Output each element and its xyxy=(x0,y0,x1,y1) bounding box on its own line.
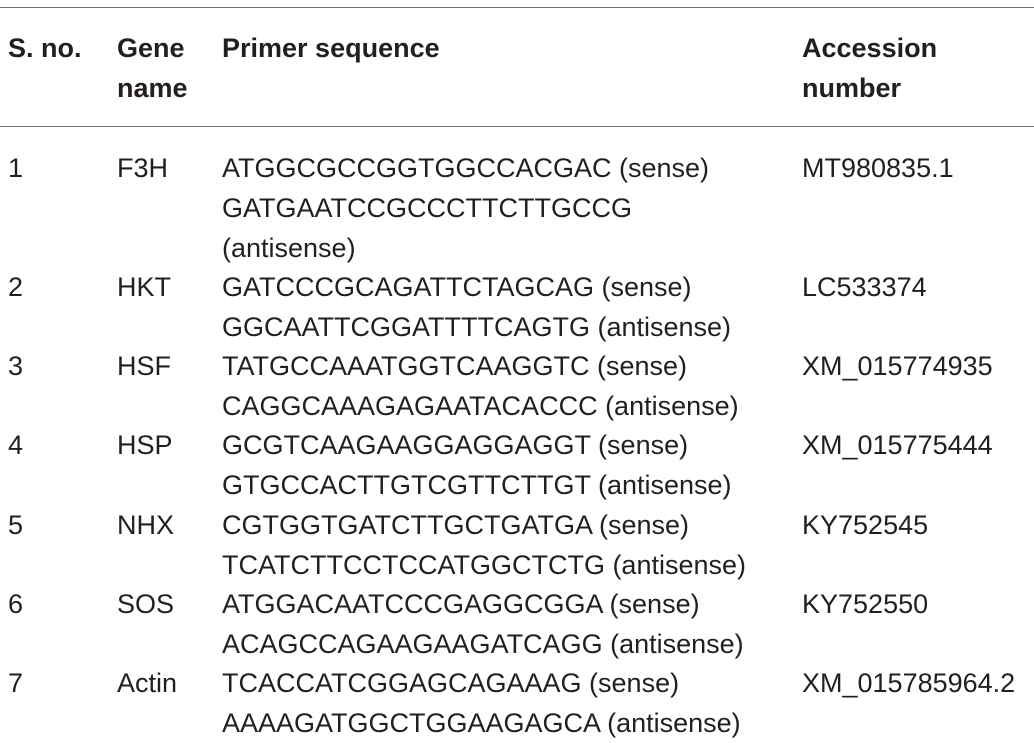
header-gene-line-1: Gene xyxy=(117,33,185,63)
header-gene-name: Gene name xyxy=(117,28,188,108)
primer-line: ACAGCCAGAAGAAGATCAGG (antisense) xyxy=(222,629,744,659)
primer-line: CAGGCAAAGAGAATACACCC (antisense) xyxy=(222,391,739,421)
primer-line: TCATCTTCCTCCATGGCTCTG (antisense) xyxy=(222,550,747,580)
primer-line: ATGGACAATCCCGAGGCGGA (sense) xyxy=(222,589,700,619)
cell-gene: Actin xyxy=(117,668,178,698)
primer-line: GGCAATTCGGATTTTCAGTG (antisense) xyxy=(222,312,732,342)
primer-line: TATGCCAAATGGTCAAGGTC (sense) xyxy=(222,351,688,381)
header-accession-line-2: number xyxy=(802,73,902,103)
header-accession-number: Accession number xyxy=(802,28,937,108)
cell-accession: XM_015774935 xyxy=(802,351,993,381)
cell-primer: GATCCCGCAGATTCTAGCAG (sense) GGCAATTCGGA… xyxy=(222,267,731,347)
cell-primer: TCACCATCGGAGCAGAAAG (sense) AAAAGATGGCTG… xyxy=(222,663,741,743)
cell-sno: 6 xyxy=(8,589,24,619)
primer-line: ATGGCGCCGGTGGCCACGAC (sense) xyxy=(222,153,710,183)
cell-sno: 7 xyxy=(8,668,24,698)
cell-primer: ATGGACAATCCCGAGGCGGA (sense) ACAGCCAGAAG… xyxy=(222,584,744,664)
header-primer-sequence: Primer sequence xyxy=(222,28,440,68)
header-accession-line-1: Accession xyxy=(802,33,938,63)
cell-accession: KY752550 xyxy=(802,589,929,619)
primer-line: TCACCATCGGAGCAGAAAG (sense) xyxy=(222,668,680,698)
table-header-rule xyxy=(0,126,1034,127)
cell-gene: NHX xyxy=(117,510,175,540)
header-primer-line: Primer sequence xyxy=(222,33,440,63)
cell-gene: SOS xyxy=(117,589,175,619)
primer-line: CGTGGTGATCTTGCTGATGA (sense) xyxy=(222,510,690,540)
cell-sno: 5 xyxy=(8,510,24,540)
cell-gene: HKT xyxy=(117,272,171,302)
header-sno: S. no. xyxy=(8,28,82,68)
header-sno-line: S. no. xyxy=(8,33,82,63)
cell-gene: F3H xyxy=(117,153,169,183)
cell-primer: GCGTCAAGAAGGAGGAGGT (sense) GTGCCACTTGTC… xyxy=(222,425,732,505)
primer-line: GCGTCAAGAAGGAGGAGGT (sense) xyxy=(222,430,689,460)
header-gene-line-2: name xyxy=(117,73,188,103)
cell-accession: LC533374 xyxy=(802,272,927,302)
cell-accession: MT980835.1 xyxy=(802,153,954,183)
cell-primer: TATGCCAAATGGTCAAGGTC (sense) CAGGCAAAGAG… xyxy=(222,346,739,426)
primer-line: AAAAGATGGCTGGAAGAGCA (antisense) xyxy=(222,708,741,738)
cell-primer: ATGGCGCCGGTGGCCACGAC (sense) GATGAATCCGC… xyxy=(222,148,709,268)
cell-gene: HSP xyxy=(117,430,173,460)
table-top-rule xyxy=(0,7,1034,8)
cell-accession: XM_015775444 xyxy=(802,430,993,460)
cell-accession: XM_015785964.2 xyxy=(802,668,1016,698)
cell-sno: 2 xyxy=(8,272,24,302)
cell-accession: KY752545 xyxy=(802,510,929,540)
cell-gene: HSF xyxy=(117,351,171,381)
primer-line: GTGCCACTTGTCGTTCTTGT (antisense) xyxy=(222,470,732,500)
cell-sno: 1 xyxy=(8,153,24,183)
cell-sno: 4 xyxy=(8,430,24,460)
cell-primer: CGTGGTGATCTTGCTGATGA (sense) TCATCTTCCTC… xyxy=(222,505,746,585)
primer-line: GATGAATCCGCCCTTCTTGCCG xyxy=(222,193,632,223)
primer-line: (antisense) xyxy=(222,233,356,263)
cell-sno: 3 xyxy=(8,351,24,381)
primer-line: GATCCCGCAGATTCTAGCAG (sense) xyxy=(222,272,692,302)
